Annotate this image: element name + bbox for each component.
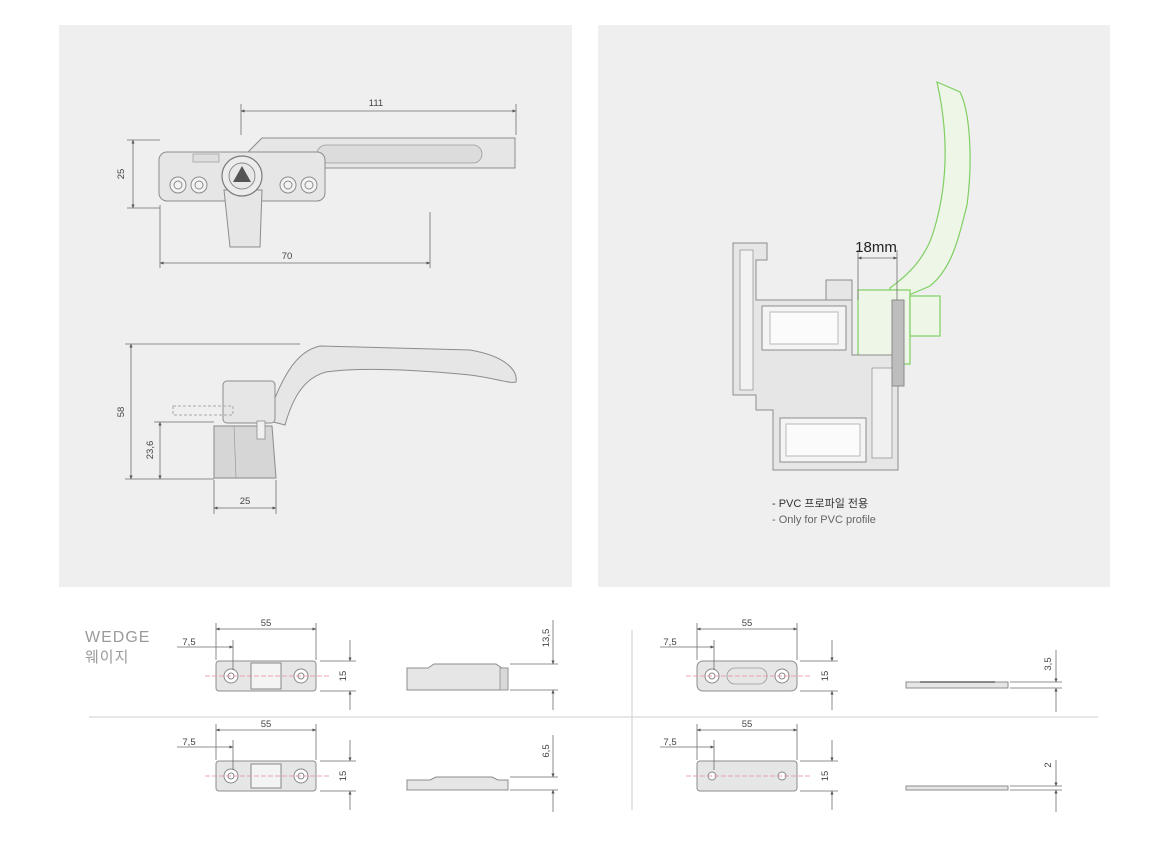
wedge-title-en: WEDGE [85, 629, 151, 646]
wedge4-dim-thickness: 2 [1043, 762, 1054, 767]
wedge2-dim-length: 55 [742, 618, 753, 629]
dim-length-111: 111 [369, 98, 383, 109]
wedge4-dim-offset: 7,5 [663, 737, 676, 748]
handle-drawings-panel [59, 25, 572, 587]
handle-top-view [127, 104, 517, 268]
pvc-profile-section [732, 80, 971, 471]
wedge2-dim-thickness: 3,5 [1043, 657, 1054, 670]
profile-note-ko: - PVC 프로파일 전용 [772, 498, 869, 510]
wedge2-dim-width: 15 [820, 671, 831, 682]
wedge3-dim-thickness: 6,5 [541, 744, 552, 757]
wedge3-dim-offset: 7,5 [182, 737, 195, 748]
dim-height-25: 25 [116, 169, 127, 180]
wedge3-dim-length: 55 [261, 719, 272, 730]
profile-section-panel [598, 25, 1110, 587]
handle-side-view [125, 343, 517, 514]
dim-total-height-58: 58 [116, 407, 127, 418]
dim-base-height-23-6: 23,6 [145, 441, 156, 460]
wedge1-dim-thickness: 13,5 [541, 629, 552, 648]
wedge1-dim-length: 55 [261, 618, 272, 629]
logo-triangle-icon [233, 166, 251, 182]
wedge4-dim-width: 15 [820, 771, 831, 782]
profile-note-en: - Only for PVC profile [772, 514, 876, 526]
wedge1-dim-width: 15 [338, 671, 349, 682]
wedge2-dim-offset: 7,5 [663, 637, 676, 648]
dim-spacing-70: 70 [282, 251, 293, 262]
wedge-drawings [89, 620, 1098, 812]
wedge-title-ko: 웨이지 [85, 649, 130, 666]
profile-note: - PVC 프로파일 전용 - Only for PVC profile [772, 496, 876, 528]
dim-base-width-25: 25 [240, 496, 251, 507]
dim-gap-18mm: 18mm [855, 239, 897, 256]
wedge4-dim-length: 55 [742, 719, 753, 730]
wedge1-dim-offset: 7,5 [182, 637, 195, 648]
wedge3-dim-width: 15 [338, 771, 349, 782]
